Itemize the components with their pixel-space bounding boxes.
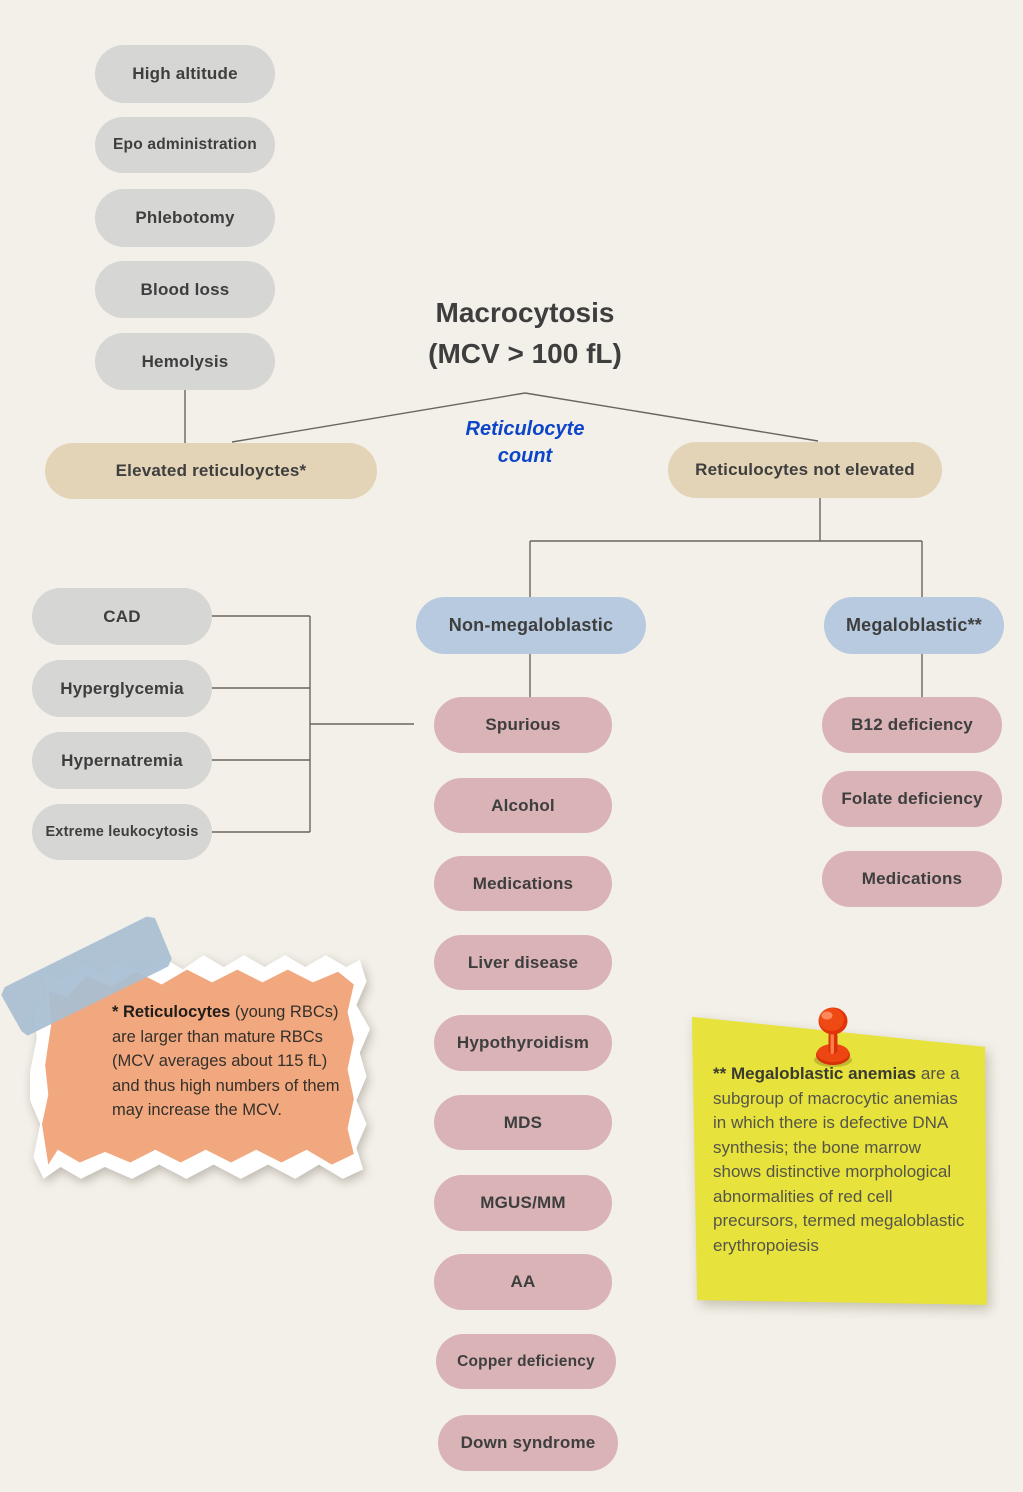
decision-line2: count: [497, 445, 553, 467]
reticulocyte-footnote-rest: (young RBCs) are larger than mature RBCs…: [112, 1003, 340, 1119]
node-hemolysis: Hemolysis: [95, 333, 275, 390]
node-folate-deficiency: Folate deficiency: [822, 771, 1002, 827]
node-alcohol: Alcohol: [434, 778, 612, 833]
node-hypothyroidism: Hypothyroidism: [434, 1015, 612, 1071]
sticky-note-body: [691, 1016, 987, 1305]
node-aa: AA: [434, 1254, 612, 1310]
node-hyperglycemia: Hyperglycemia: [32, 660, 212, 717]
decision-line1: Reticulocyte: [465, 418, 585, 440]
megaloblastic-footnote-text: ** Megaloblastic anemias are a subgroup …: [713, 1062, 973, 1258]
node-spurious: Spurious: [434, 697, 612, 753]
node-high-altitude: High altitude: [95, 45, 275, 103]
node-down-syndrome: Down syndrome: [438, 1415, 618, 1471]
page-title: Macrocytosis (MCV > 100 fL): [360, 293, 690, 374]
reticulocyte-footnote-bold: * Reticulocytes: [112, 1003, 231, 1021]
node-liver-disease: Liver disease: [434, 935, 612, 990]
node-blood-loss: Blood loss: [95, 261, 275, 318]
node-megaloblastic: Megaloblastic**: [824, 597, 1004, 654]
node-extreme-leukocytosis: Extreme leukocytosis: [32, 804, 212, 860]
node-cad: CAD: [32, 588, 212, 645]
node-non-megaloblastic: Non-megaloblastic: [416, 597, 646, 654]
megaloblastic-footnote-note: [688, 1010, 992, 1310]
title-line1: Macrocytosis: [435, 297, 615, 328]
node-epo-administration: Epo administration: [95, 117, 275, 173]
reticulocyte-footnote-text: * Reticulocytes (young RBCs) are larger …: [112, 1000, 350, 1123]
megaloblastic-footnote-bold: ** Megaloblastic anemias: [713, 1064, 917, 1083]
megaloblastic-footnote-rest: are a subgroup of macrocytic anemias in …: [713, 1064, 965, 1255]
node-mgus-mm: MGUS/MM: [434, 1175, 612, 1231]
node-copper-deficiency: Copper deficiency: [436, 1334, 616, 1389]
node-medications-mega: Medications: [822, 851, 1002, 907]
title-line2: (MCV > 100 fL): [428, 337, 622, 369]
node-mds: MDS: [434, 1095, 612, 1150]
pushpin-icon: [814, 1007, 852, 1067]
node-phlebotomy: Phlebotomy: [95, 189, 275, 247]
node-reticulocytes-not-elevated: Reticulocytes not elevated: [668, 442, 942, 498]
node-elevated-reticulocytes: Elevated reticuloyctes*: [45, 443, 377, 499]
node-hypernatremia: Hypernatremia: [32, 732, 212, 789]
node-medications-nonmega: Medications: [434, 856, 612, 911]
decision-label: Reticulocyte count: [430, 416, 620, 470]
node-b12-deficiency: B12 deficiency: [822, 697, 1002, 753]
